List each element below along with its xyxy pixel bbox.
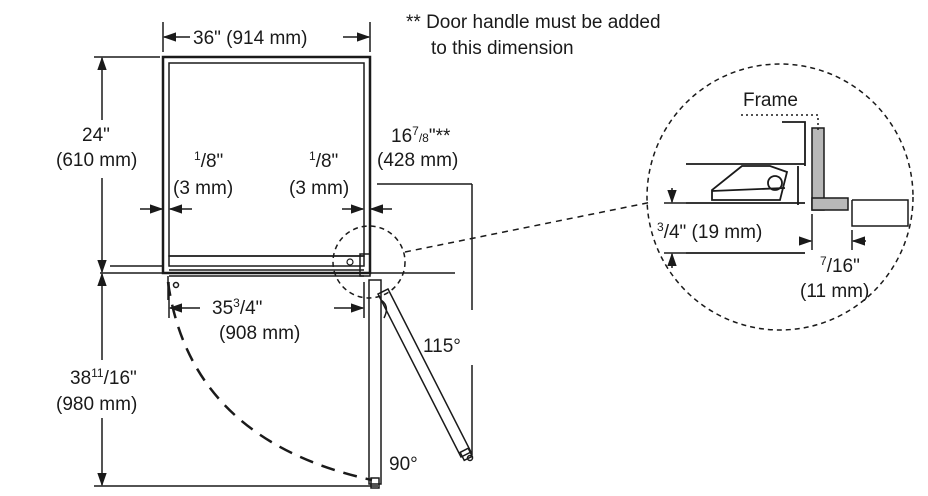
offset-mm: (11 mm) (800, 281, 869, 302)
door-depth-fraction: 167/8"** (391, 124, 451, 147)
gap-right-mm: (3 mm) (289, 178, 349, 199)
swing-fraction: 3811/16" (70, 366, 137, 389)
depth-dimension (94, 56, 160, 274)
door-open-115 (376, 287, 474, 462)
thickness-dimension (664, 188, 686, 268)
note-line-2: to this dimension (431, 38, 574, 59)
frame-label: Frame (743, 90, 798, 111)
width-label: 36" (914 mm) (193, 28, 307, 49)
swing-mm: (980 mm) (56, 394, 137, 415)
depth-inch-label: 24" (82, 125, 110, 146)
detail-frame-foot (811, 197, 849, 211)
depth-mm-label: (610 mm) (56, 150, 137, 171)
detail-circle (646, 63, 914, 331)
frame-leader (741, 114, 819, 130)
thickness-label: 3/4" (19 mm) (657, 220, 762, 243)
door-panel-closed (168, 253, 371, 289)
zoom-connector (404, 201, 653, 253)
angle-115-label: 115° (423, 336, 461, 357)
hinge-point (346, 258, 354, 266)
door-depth-mm: (428 mm) (377, 150, 458, 171)
gap-right-fraction: 1/8" (309, 149, 338, 172)
gap-left-fraction: 1/8" (194, 149, 223, 172)
offset-fraction: 7/16" (820, 254, 860, 277)
offset-dimension (798, 214, 866, 250)
hinge-zoom-circle (332, 225, 406, 299)
door-open-90 (368, 279, 388, 489)
detail-hinge (686, 121, 806, 254)
detail-right-panel (851, 199, 909, 227)
swing-dimension (94, 272, 378, 487)
angle-90-label: 90° (389, 454, 418, 475)
inner-width-dimension (168, 282, 365, 318)
door-swing-arc (166, 281, 373, 482)
inner-width-fraction: 353/4" (212, 296, 262, 319)
note-line-1: ** Door handle must be added (406, 12, 661, 33)
width-dimension (162, 22, 371, 52)
gap-left-mm: (3 mm) (173, 178, 233, 199)
door-depth-dimension (377, 183, 474, 462)
inner-width-mm: (908 mm) (219, 323, 300, 344)
